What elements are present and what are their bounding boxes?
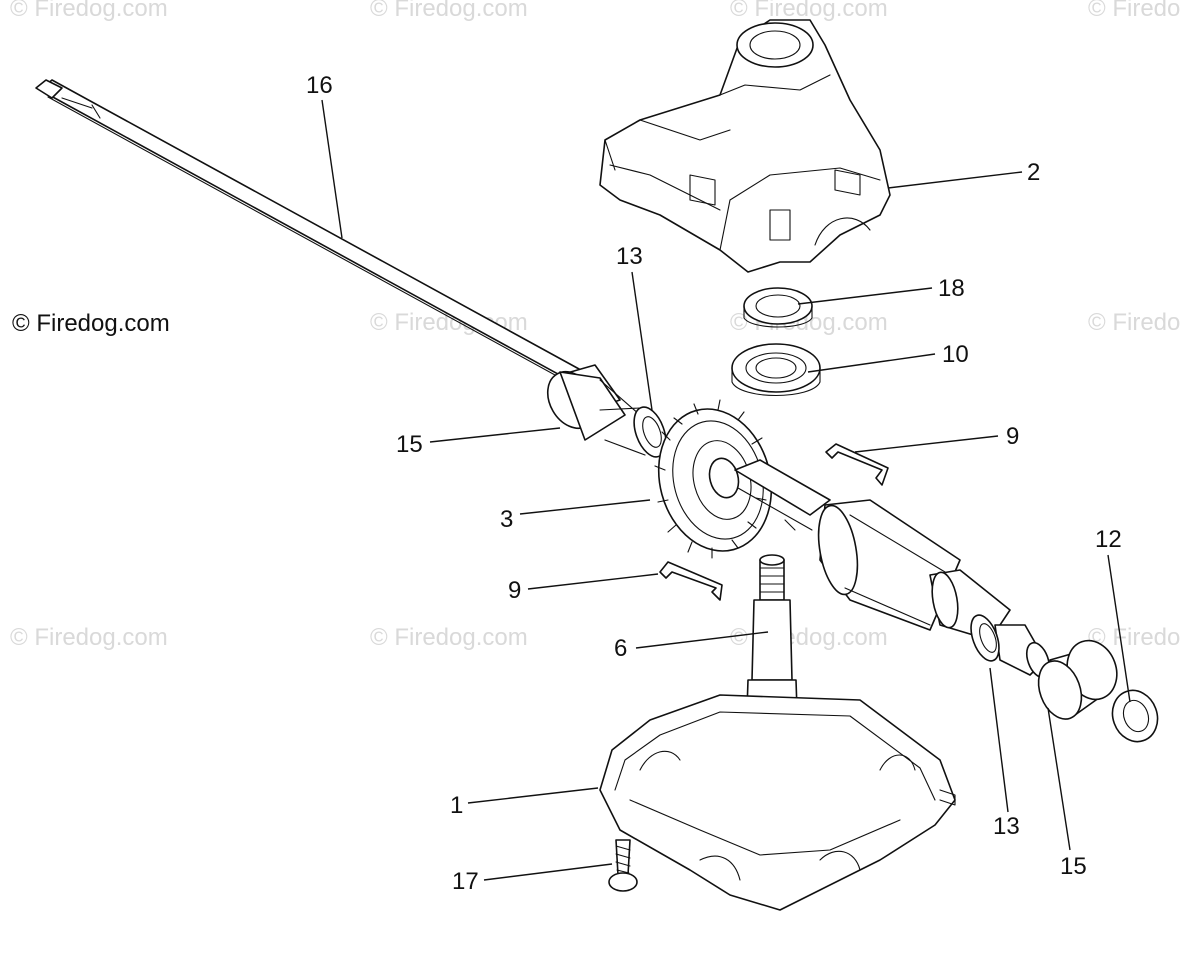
watermark: © Firedog.com (370, 0, 528, 22)
callout-18: 18 (938, 275, 965, 302)
callout-16: 16 (306, 72, 333, 99)
callout-15-right: 15 (1060, 853, 1087, 880)
part-9-key-lower (659, 561, 723, 601)
part-18-small-bearing (743, 287, 813, 328)
watermark: © Firedog.com (10, 624, 168, 651)
part-12-seal (1111, 689, 1159, 743)
watermark: © Firedog.com (730, 0, 888, 22)
watermark: © Firedog.com (370, 624, 528, 651)
callout-6: 6 (614, 635, 627, 662)
part-1-lower-housing (599, 694, 956, 911)
watermark: © Firedog.com (10, 0, 168, 22)
part-16-shaft (35, 79, 641, 441)
callout-3: 3 (500, 506, 513, 533)
callout-9-upper: 9 (1006, 423, 1019, 450)
part-15-bushing-lower (1037, 639, 1118, 720)
callout-1: 1 (450, 792, 463, 819)
callout-10: 10 (942, 341, 969, 368)
part-17-screw (608, 839, 638, 892)
callout-15-left: 15 (396, 431, 423, 458)
part-10-large-bearing (731, 343, 821, 396)
callout-labels: 16 2 18 10 13 15 9 3 9 6 1 17 12 13 15 (306, 72, 1122, 895)
callout-9-lower: 9 (508, 577, 521, 604)
callout-12: 12 (1095, 526, 1122, 553)
part-13-washer-upper (599, 406, 667, 458)
part-shaft-right-section (734, 459, 1051, 679)
callout-13-upper: 13 (616, 243, 643, 270)
copyright-label: © Firedog.com (12, 310, 170, 337)
part-9-key-upper (825, 443, 889, 486)
callout-17: 17 (452, 868, 479, 895)
watermark: © Firedog.com (1088, 0, 1180, 22)
callout-2: 2 (1027, 159, 1040, 186)
leader-lines (321, 99, 1131, 881)
part-13-washer-lower (970, 614, 1000, 662)
part-2-upper-housing (599, 19, 891, 273)
watermark-layer: © Firedog.com © Firedog.com © Firedog.co… (10, 0, 1180, 651)
watermark: © Firedog.com (1088, 309, 1180, 336)
part-3-gear (654, 399, 773, 559)
callout-13-lower: 13 (993, 813, 1020, 840)
